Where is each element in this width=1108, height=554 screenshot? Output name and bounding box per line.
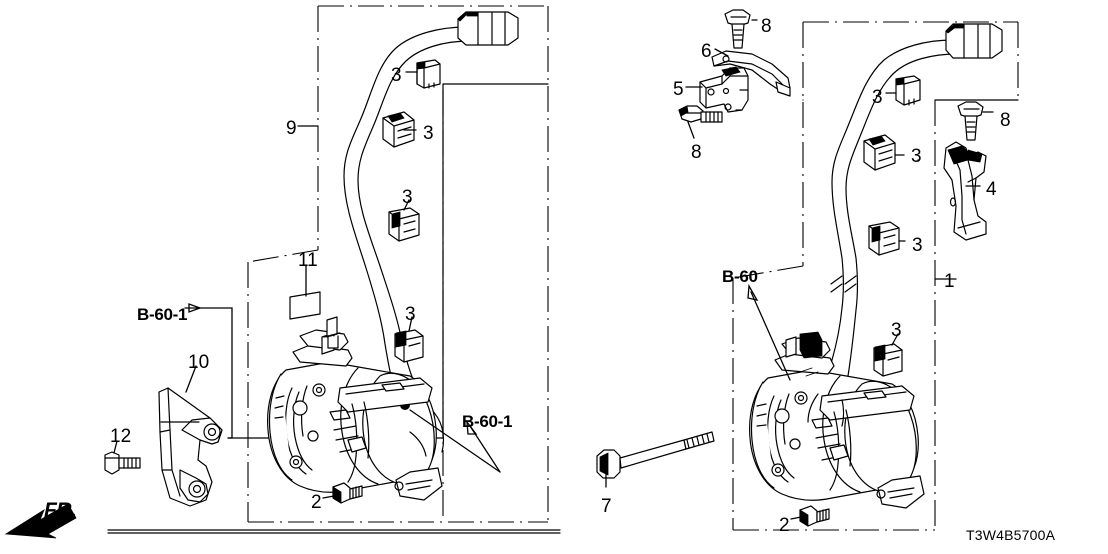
bracket-6	[711, 50, 791, 97]
callout-3-clip-d-right: 3	[891, 320, 902, 341]
callout-7-long-bolt: 7	[601, 496, 612, 517]
callout-3-clip-c-right: 3	[912, 235, 923, 256]
label-plate	[289, 291, 321, 320]
callout-3-clip-a-left: 3	[391, 65, 402, 86]
ac-compressor-right	[749, 331, 925, 509]
callout-2-bolt-left: 2	[311, 492, 322, 513]
harness-clip-left-2	[382, 111, 415, 148]
callout-3-clip-c-left: 3	[402, 187, 413, 208]
harness-cable-left	[343, 11, 519, 433]
bolt-8-right	[957, 101, 984, 141]
callout-12-bolt: 12	[110, 426, 132, 447]
diagram-part-number: T3W4B5700A	[966, 527, 1056, 543]
callout-1-harness-assembly: 1	[944, 271, 955, 292]
callout-4-bracket: 4	[986, 179, 997, 200]
bolt-8-lower-left	[678, 105, 723, 123]
harness-clip-right-4	[873, 343, 903, 377]
bolt-2-left	[332, 482, 363, 504]
callout-9-harness-assembly: 9	[286, 118, 297, 139]
harness-clip-left-4	[394, 329, 424, 363]
callout-2-bolt-right: 2	[779, 515, 790, 536]
bracket-10	[158, 387, 223, 507]
bolt-8-top	[724, 9, 751, 49]
callout-5-bracket: 5	[673, 79, 684, 100]
harness-clip-right-2	[863, 134, 896, 171]
harness-clip-right-1	[895, 75, 921, 106]
ref-b-60-1-right: B-60-1	[462, 412, 513, 431]
callout-3-clip-b-right: 3	[911, 146, 922, 167]
callout-8-bolt-lower-left: 8	[691, 142, 702, 163]
callout-10-bracket: 10	[188, 352, 210, 373]
ref-b-60: B-60	[722, 267, 758, 286]
callout-8-bolt-top: 8	[761, 16, 772, 37]
callout-11-label-plate: 11	[298, 250, 318, 271]
callout-6-bracket: 6	[701, 41, 712, 62]
harness-clip-right-3	[868, 221, 900, 256]
bolt-12	[104, 451, 141, 475]
front-direction-label: FR.	[44, 499, 77, 522]
bracket-5	[699, 66, 749, 113]
harness-clip-left-3	[388, 207, 420, 242]
right-group-boundary	[732, 21, 1019, 531]
callout-8-bolt-right: 8	[1000, 110, 1011, 131]
bottom-rules	[107, 529, 561, 534]
callout-3-clip-a-right: 3	[872, 87, 883, 108]
harness-clip-left-1	[416, 59, 441, 89]
ref-b-60-1-left: B-60-1	[137, 305, 188, 324]
ac-compressor-left	[267, 316, 445, 501]
bolt-7-long	[596, 431, 715, 479]
bolt-2-right	[799, 505, 830, 527]
front-direction-arrow	[4, 503, 77, 539]
leader-lines	[113, 19, 994, 520]
bracket-4	[943, 141, 987, 241]
callout-3-clip-b-left: 3	[423, 123, 434, 144]
callout-3-clip-d-left: 3	[405, 304, 416, 325]
